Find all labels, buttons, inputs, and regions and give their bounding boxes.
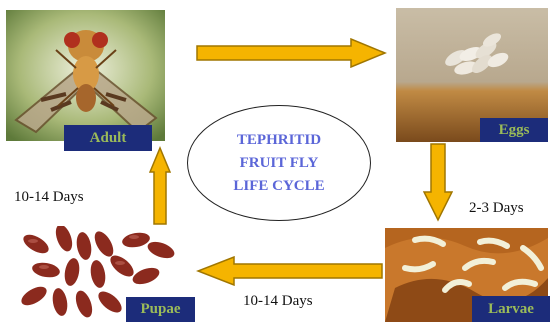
adult-label-text: Adult [90,130,127,147]
pupae-label-text: Pupae [140,301,180,318]
pupae-label: Pupae [126,297,195,322]
arrow-eggs-to-larvae [423,142,453,222]
arrow-pupae-to-adult [149,146,171,226]
duration-larvae-to-pupae: 10-14 Days [243,293,313,310]
adult-label: Adult [64,125,152,151]
adult-fly-image [6,10,165,141]
eggs-label: Eggs [480,118,548,142]
duration-pupae-to-adult: 10-14 Days [14,189,84,206]
duration-eggs-to-larvae: 2-3 Days [469,200,524,217]
eggs-label-text: Eggs [499,122,530,139]
life-cycle-title-oval: TEPHRITID FRUIT FLY LIFE CYCLE [187,105,371,221]
arrow-adult-to-eggs [195,38,388,68]
larvae-label-text: Larvae [488,301,534,318]
adult-photo [6,10,165,141]
diagram-title: TEPHRITID FRUIT FLY LIFE CYCLE [233,129,324,198]
arrow-larvae-to-pupae [196,256,384,286]
larvae-label: Larvae [472,296,550,322]
